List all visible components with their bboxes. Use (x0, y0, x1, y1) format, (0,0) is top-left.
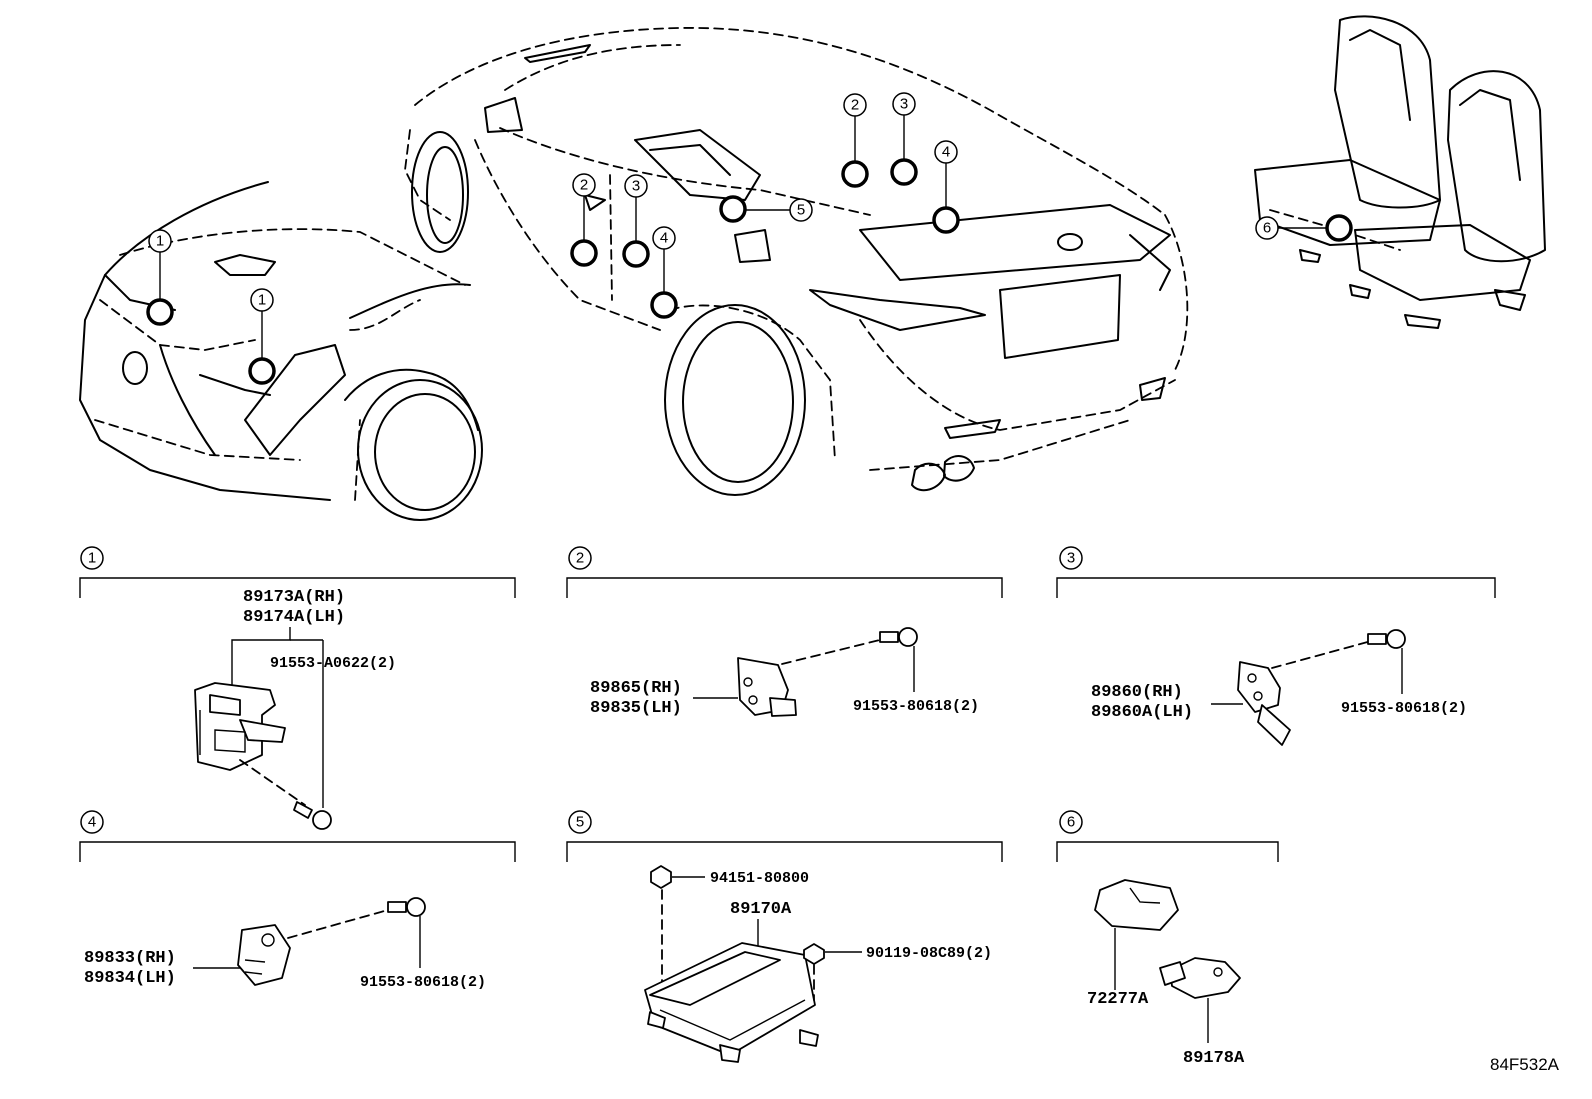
sensor-location-markers (146, 158, 1353, 385)
part-number-89173A: 89173A(RH) (243, 588, 345, 607)
svg-text:4: 4 (942, 144, 950, 161)
part-number-89833: 89833(RH) (84, 949, 176, 968)
section-3-callout: 3 (1059, 546, 1083, 570)
overview-callouts: 1 1 2 3 4 5 2 3 4 6 (148, 92, 1279, 312)
rear-callout-4: 4 (934, 140, 958, 164)
side-sensor-part-3 (1237, 661, 1291, 746)
location-ring-rear-2 (841, 160, 869, 188)
part-number-89860: 89860(RH) (1091, 683, 1183, 702)
section-4-callout: 4 (80, 810, 104, 834)
part-number-89835: 89835(LH) (590, 699, 682, 718)
nut-94151-80800-part (650, 865, 672, 889)
section-4: 4 91553-80618(2) 89833(RH) 89834(LH) (79, 810, 516, 991)
location-ring-seat-6 (1325, 214, 1353, 242)
front-car-illustration (79, 181, 483, 521)
side-sensor-part-2 (737, 657, 797, 717)
bolt-90119-08C89-part (803, 943, 825, 965)
front-callout-1b: 1 (250, 288, 274, 312)
section-1: 1 89173A(RH) 89174A(LH) 91553-A0622(2) (79, 546, 516, 830)
part-number-89178A: 89178A (1183, 1049, 1245, 1068)
bolt-part-4 (387, 897, 426, 917)
section-2: 2 91553-80618(2) 89865(RH) 89835(LH) (566, 546, 1003, 718)
side-callout-2: 2 (572, 173, 596, 197)
bolt-part-2 (879, 627, 918, 647)
svg-text:3: 3 (900, 96, 908, 113)
svg-text:3: 3 (632, 178, 640, 195)
location-ring-side-3 (622, 240, 650, 268)
part-number-89860A: 89860A(LH) (1091, 703, 1193, 722)
seat-callout-6: 6 (1255, 216, 1279, 240)
section-1-callout: 1 (80, 546, 104, 570)
fastener-91553-80618-s4: 91553-80618(2) (360, 974, 486, 991)
location-ring-side-4 (650, 291, 678, 319)
seat-illustration (1254, 15, 1546, 329)
rear-callout-2: 2 (843, 93, 867, 117)
part-number-89174A: 89174A(LH) (243, 608, 345, 627)
part-number-89834: 89834(LH) (84, 969, 176, 988)
location-ring-rear-3 (890, 158, 918, 186)
svg-text:6: 6 (1067, 814, 1075, 831)
svg-text:3: 3 (1067, 550, 1075, 567)
overview-leaders (159, 115, 1327, 359)
figure-reference: 84F532A (1490, 1055, 1560, 1074)
part-number-72277A: 72277A (1087, 990, 1149, 1009)
svg-text:2: 2 (576, 550, 584, 567)
part-number-89865: 89865(RH) (590, 679, 682, 698)
front-callout-1a: 1 (148, 229, 172, 253)
fastener-91553-80618-s2: 91553-80618(2) (853, 698, 979, 715)
rear-car-illustration (404, 27, 1189, 496)
location-ring-side-2 (570, 239, 598, 267)
svg-text:1: 1 (88, 550, 96, 567)
nut-94151-80800: 94151-80800 (710, 870, 809, 887)
bolt-91553-A0622-part (293, 801, 332, 830)
fastener-91553-A0622: 91553-A0622(2) (270, 655, 396, 672)
section-5: 5 94151-80800 89170A 90119-08C89(2) (566, 810, 1003, 1063)
section-6-callout: 6 (1059, 810, 1083, 834)
bolt-part-3 (1367, 629, 1406, 649)
location-ring-rear-4 (932, 206, 960, 234)
side-callout-3: 3 (624, 174, 648, 198)
svg-text:1: 1 (258, 292, 266, 309)
seat-sensor-89178A-part (1159, 957, 1241, 999)
rear-sensor-part-4 (237, 924, 291, 986)
side-callout-4: 4 (652, 226, 676, 250)
svg-text:5: 5 (797, 202, 805, 219)
bolt-90119-08C89: 90119-08C89(2) (866, 945, 992, 962)
svg-text:6: 6 (1263, 220, 1271, 237)
section-6: 6 72277A 89178A (1056, 810, 1279, 1068)
fastener-91553-80618-s3: 91553-80618(2) (1341, 700, 1467, 717)
section-3: 3 91553-80618(2) 89860(RH) 89860A(LH) (1056, 546, 1496, 746)
section-2-callout: 2 (568, 546, 592, 570)
section-5-callout: 5 (568, 810, 592, 834)
svg-text:2: 2 (580, 177, 588, 194)
svg-text:4: 4 (660, 230, 668, 247)
front-airbag-sensor-part (194, 682, 286, 771)
location-ring-side-5 (719, 195, 747, 223)
svg-text:1: 1 (156, 233, 164, 250)
svg-text:4: 4 (88, 814, 96, 831)
side-callout-5: 5 (789, 198, 813, 222)
location-ring-front-1b (248, 357, 276, 385)
svg-text:2: 2 (851, 97, 859, 114)
airbag-ecu-part (644, 942, 819, 1063)
rear-callout-3: 3 (892, 92, 916, 116)
location-ring-front-1a (146, 298, 174, 326)
svg-text:5: 5 (576, 814, 584, 831)
cover-72277A-part (1094, 879, 1179, 931)
part-number-89170A: 89170A (730, 900, 792, 919)
